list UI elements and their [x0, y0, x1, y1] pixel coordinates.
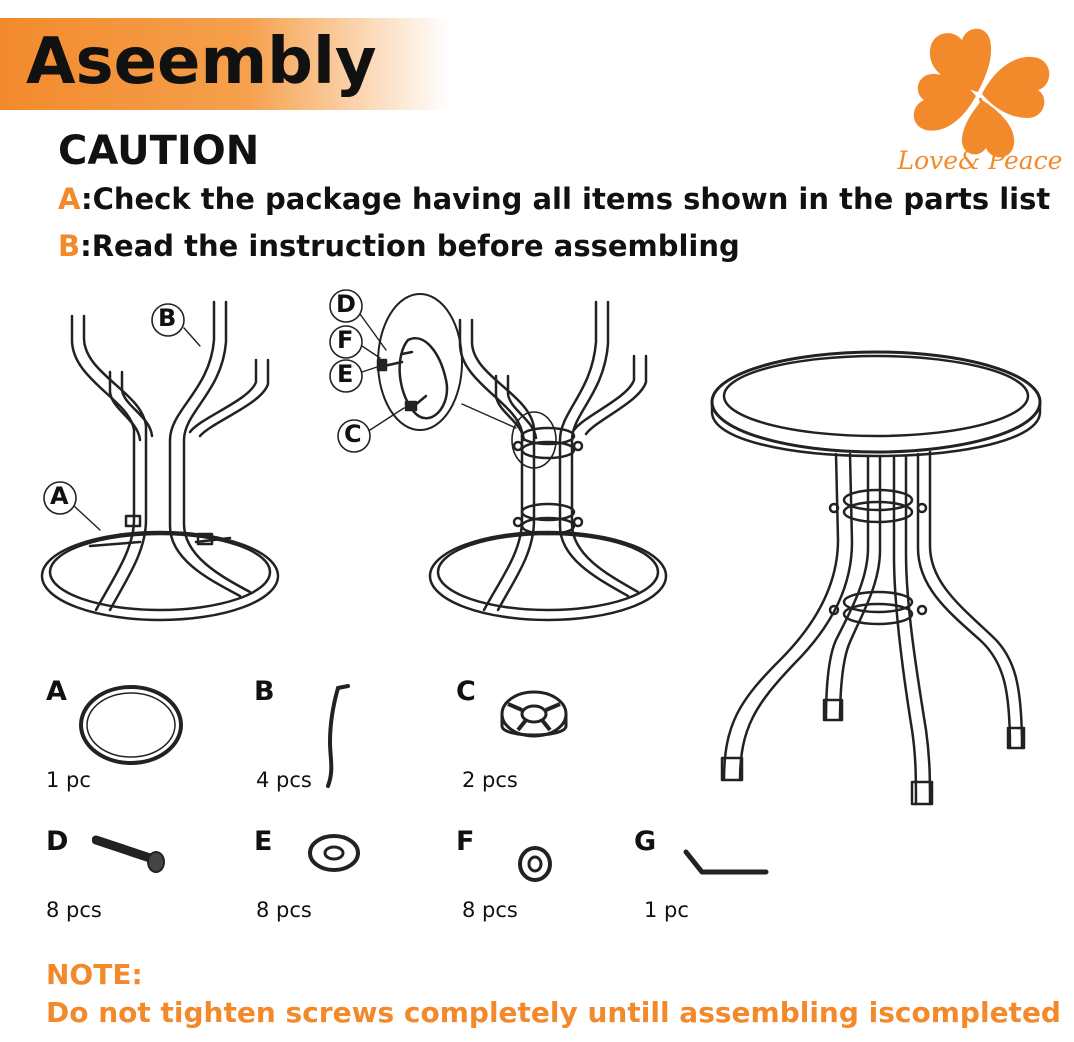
- connector-hub-icon: [500, 690, 568, 738]
- diagram-label-d: D: [336, 290, 356, 318]
- part-g-letter: G: [634, 826, 657, 857]
- diagram-label-e: E: [337, 360, 354, 388]
- part-c-qty: 2 pcs: [462, 768, 518, 792]
- base-ring-icon: [79, 685, 183, 765]
- washer-icon: [308, 834, 360, 872]
- clover-logo-icon: [913, 28, 1050, 158]
- bolt-icon: [92, 835, 165, 873]
- figure-assembled-table: [710, 350, 1042, 806]
- note-text: Do not tighten screws completely untill …: [46, 996, 1061, 1029]
- diagram-label-a: A: [50, 482, 69, 510]
- diagram-label-b: B: [158, 304, 177, 332]
- caution-heading: CAUTION: [58, 128, 260, 174]
- part-d-qty: 8 pcs: [46, 898, 102, 922]
- assembly-diagram: [40, 289, 1042, 806]
- figure-connectors: [376, 293, 668, 622]
- caution-item-text: :Check the package having all items show…: [80, 182, 1051, 216]
- diagram-label-c: C: [344, 420, 362, 448]
- note-title: NOTE:: [46, 958, 143, 991]
- part-e-letter: E: [254, 826, 273, 857]
- part-b-letter: B: [254, 676, 275, 707]
- figure-base-legs: [40, 300, 280, 622]
- part-a-qty: 1 pc: [46, 768, 91, 792]
- part-f-letter: F: [456, 826, 475, 857]
- title-banner: [0, 18, 450, 110]
- caution-item-key: A: [58, 182, 81, 216]
- caution-item-key: B: [58, 229, 81, 263]
- part-d-letter: D: [46, 826, 69, 857]
- page-title: Aseembly: [26, 25, 377, 99]
- part-g-qty: 1 pc: [644, 898, 689, 922]
- caution-item-a: A:Check the package having all items sho…: [58, 182, 1050, 216]
- allen-key-icon: [683, 849, 769, 875]
- caution-item-text: :Read the instruction before assembling: [80, 229, 740, 263]
- nut-icon: [518, 846, 552, 882]
- logo-text: Love& Peace: [897, 146, 1063, 175]
- caution-item-b: B:Read the instruction before assembling: [58, 229, 740, 263]
- part-e-qty: 8 pcs: [256, 898, 312, 922]
- part-b-qty: 4 pcs: [256, 768, 312, 792]
- leg-tube-icon: [326, 684, 350, 788]
- part-f-qty: 8 pcs: [462, 898, 518, 922]
- diagram-label-f: F: [337, 326, 354, 354]
- part-a-letter: A: [46, 676, 67, 707]
- part-c-letter: C: [456, 676, 476, 707]
